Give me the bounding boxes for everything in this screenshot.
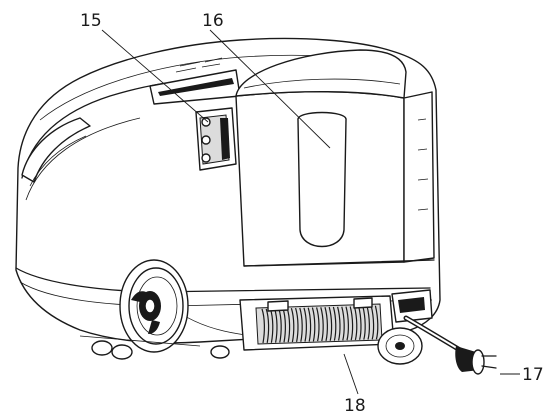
grille-slat	[261, 308, 265, 344]
grille-slat	[324, 307, 328, 342]
grille-slat	[265, 308, 270, 343]
grille-slat	[295, 307, 299, 342]
grille-slat	[282, 308, 286, 343]
front-wheel	[377, 327, 423, 365]
grille-slat	[307, 307, 312, 342]
grille-slat	[345, 306, 349, 341]
cable-inlet	[391, 289, 433, 323]
power-cord	[403, 315, 463, 353]
front-intake	[239, 295, 395, 351]
water-tank	[235, 49, 435, 267]
grille-slat	[366, 305, 370, 340]
grille-slat	[286, 308, 291, 343]
callout-17: 17	[522, 365, 544, 385]
grille-slat	[320, 307, 324, 342]
power-plug	[455, 346, 497, 375]
callout-18: 18	[344, 396, 366, 416]
leader-lines	[101, 29, 520, 395]
grille-slat	[341, 306, 345, 341]
grille-slat	[358, 306, 362, 340]
caster-wheels	[79, 335, 230, 360]
grille-slat	[332, 306, 337, 341]
callout-15: 15	[80, 11, 102, 31]
grille-slat	[311, 307, 316, 342]
grille-slat	[353, 306, 358, 341]
grille-slat	[370, 305, 375, 340]
grille-slat	[362, 305, 366, 340]
grille-slat	[290, 307, 295, 343]
rear-wheel	[119, 259, 189, 353]
grille-slat	[316, 307, 320, 342]
grille-slat	[337, 306, 341, 341]
callout-16: 16	[202, 11, 224, 31]
grille-slat	[349, 306, 354, 341]
filter-handle	[195, 107, 237, 171]
grille-slat	[303, 307, 307, 342]
grille-slat	[299, 307, 303, 342]
grille-slat	[374, 305, 379, 340]
grille-slat	[328, 306, 333, 341]
